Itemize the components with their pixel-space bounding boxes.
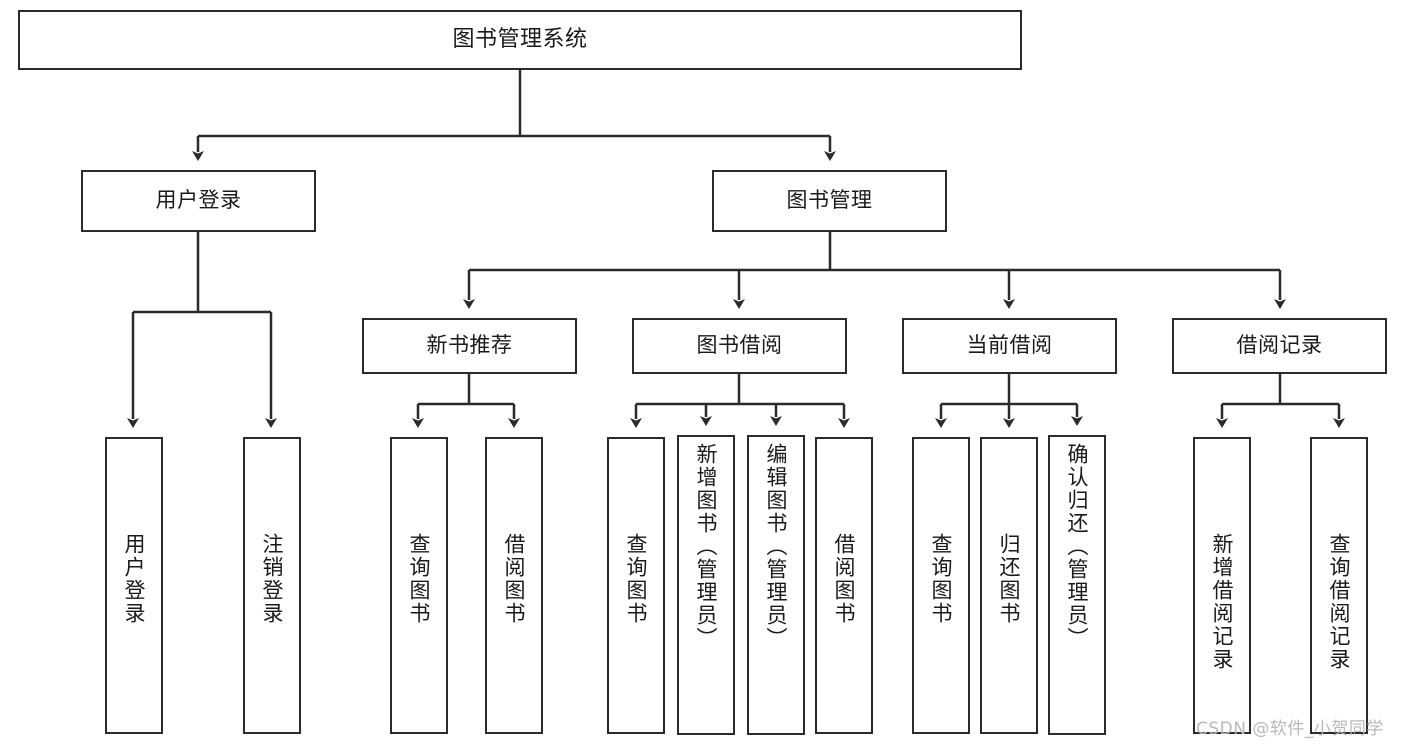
node-leaf-logout-label: 注销登录 — [260, 533, 285, 625]
node-current-borrow[interactable]: 当前借阅 — [902, 318, 1117, 374]
node-leaf-query-book-newbook-label: 查询图书 — [407, 533, 432, 625]
node-borrow-records[interactable]: 借阅记录 — [1172, 318, 1387, 374]
node-leaf-edit-book-admin-label: 编辑图书（管理员） — [764, 443, 789, 650]
node-leaf-add-book-admin[interactable]: 新增图书（管理员） — [677, 435, 735, 735]
node-leaf-add-borrow-record[interactable]: 新增借阅记录 — [1193, 437, 1251, 734]
node-leaf-return-book-label: 归还图书 — [997, 533, 1022, 625]
node-leaf-borrow-book-newbook-label: 借阅图书 — [502, 533, 527, 625]
node-current-borrow-label: 当前借阅 — [966, 333, 1053, 358]
node-leaf-query-book-current[interactable]: 查询图书 — [912, 437, 970, 734]
node-leaf-user-login-label: 用户登录 — [122, 533, 147, 625]
node-leaf-borrow-book-borrow[interactable]: 借阅图书 — [815, 437, 873, 734]
node-leaf-query-book-borrow-label: 查询图书 — [624, 533, 649, 625]
node-leaf-confirm-return-admin-label: 确认归还（管理员） — [1065, 443, 1090, 650]
node-user-login[interactable]: 用户登录 — [81, 170, 316, 232]
node-book-management[interactable]: 图书管理 — [712, 170, 947, 232]
node-leaf-query-borrow-record[interactable]: 查询借阅记录 — [1310, 437, 1368, 734]
node-leaf-query-book-borrow[interactable]: 查询图书 — [607, 437, 665, 734]
node-root-label: 图书管理系统 — [452, 26, 588, 52]
csdn-watermark: CSDN @软件_小贺同学 — [1196, 719, 1384, 739]
node-book-borrow[interactable]: 图书借阅 — [632, 318, 847, 374]
node-book-borrow-label: 图书借阅 — [696, 333, 783, 358]
node-leaf-query-book-current-label: 查询图书 — [929, 533, 954, 625]
node-leaf-edit-book-admin[interactable]: 编辑图书（管理员） — [747, 435, 805, 735]
node-book-management-label: 图书管理 — [786, 188, 873, 213]
node-borrow-records-label: 借阅记录 — [1236, 333, 1323, 358]
node-leaf-add-book-admin-label: 新增图书（管理员） — [694, 443, 719, 650]
node-leaf-logout[interactable]: 注销登录 — [243, 437, 301, 734]
node-root-library-system[interactable]: 图书管理系统 — [18, 10, 1022, 70]
node-new-book-recommend-label: 新书推荐 — [426, 333, 513, 358]
node-leaf-borrow-book-borrow-label: 借阅图书 — [832, 533, 857, 625]
node-leaf-add-borrow-record-label: 新增借阅记录 — [1210, 533, 1235, 671]
node-new-book-recommend[interactable]: 新书推荐 — [362, 318, 577, 374]
node-user-login-label: 用户登录 — [155, 188, 242, 213]
node-leaf-borrow-book-newbook[interactable]: 借阅图书 — [485, 437, 543, 734]
node-leaf-query-borrow-record-label: 查询借阅记录 — [1327, 533, 1352, 671]
node-leaf-confirm-return-admin[interactable]: 确认归还（管理员） — [1048, 435, 1106, 735]
node-leaf-return-book[interactable]: 归还图书 — [980, 437, 1038, 734]
node-leaf-query-book-newbook[interactable]: 查询图书 — [390, 437, 448, 734]
node-leaf-user-login[interactable]: 用户登录 — [105, 437, 163, 734]
